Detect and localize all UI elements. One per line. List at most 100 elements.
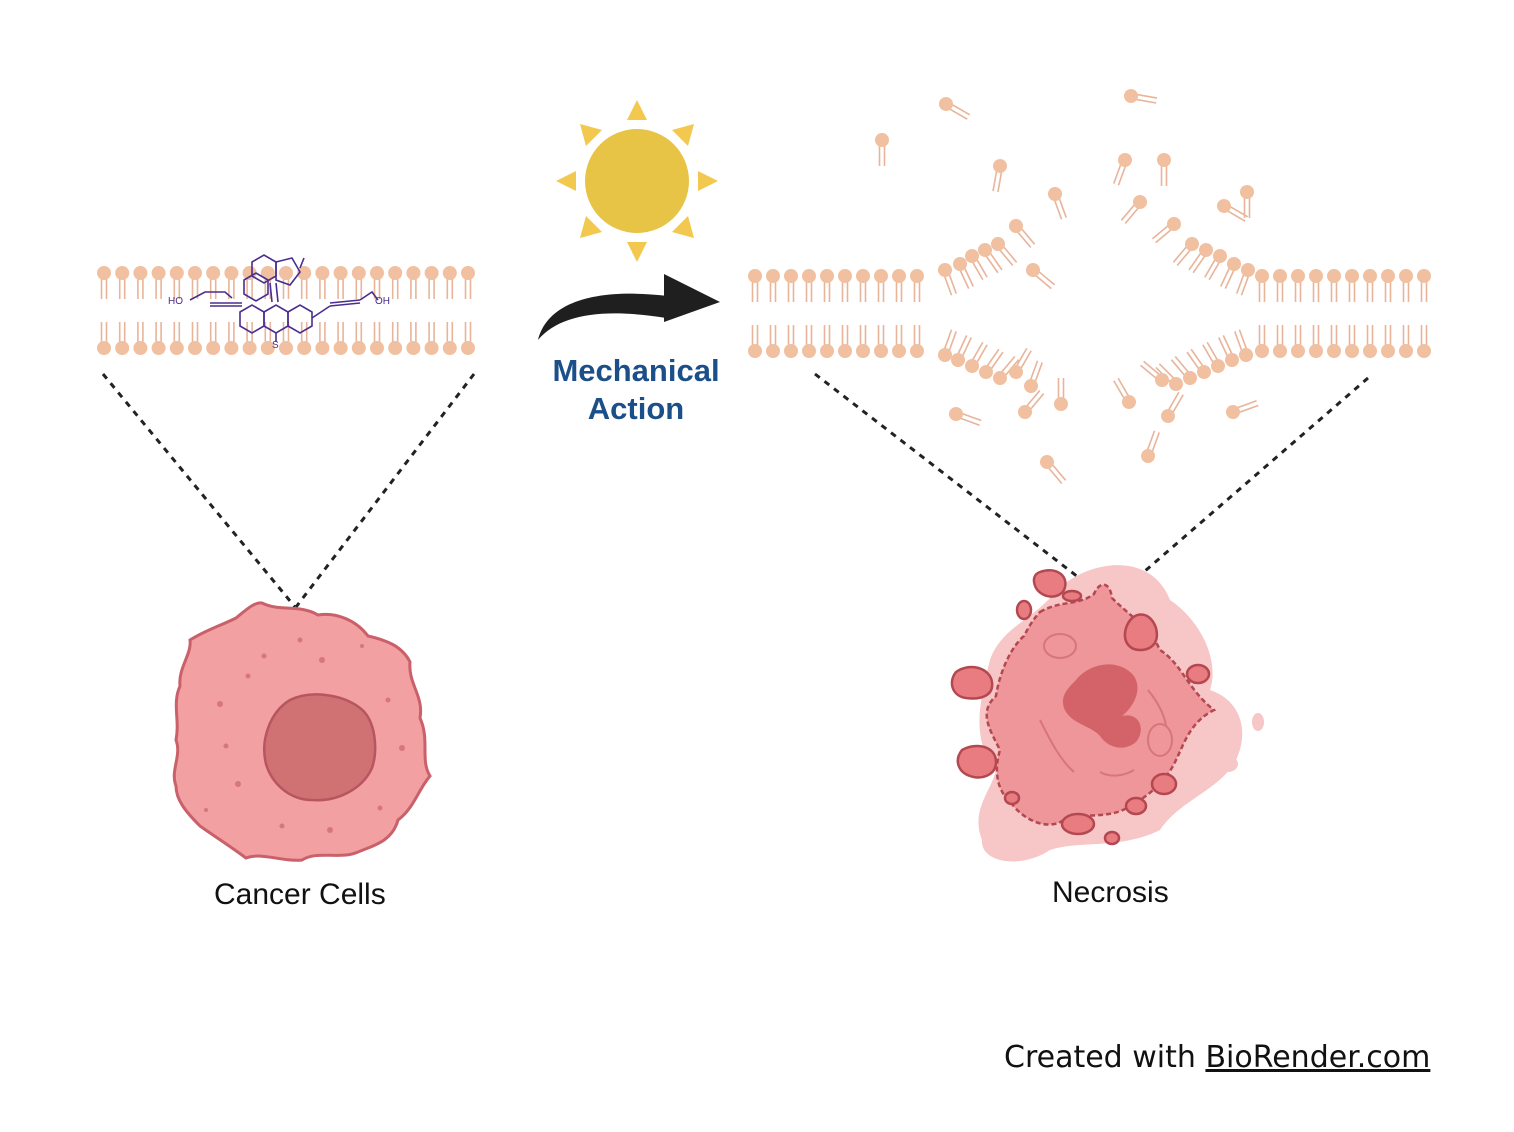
lipid [1040, 455, 1067, 485]
lipid [892, 269, 906, 302]
lipid [875, 133, 889, 166]
lipid [1202, 341, 1225, 373]
lipid [169, 322, 184, 355]
lipid [1218, 335, 1239, 367]
lipid [838, 325, 852, 358]
lipid [442, 266, 457, 299]
lipid [206, 322, 221, 355]
credit-line: Created with BioRender.com [1004, 1040, 1430, 1075]
lipid [1309, 325, 1323, 358]
lipid [315, 266, 330, 299]
lipid [1255, 269, 1269, 302]
lipid [1345, 269, 1359, 302]
lipid [1204, 249, 1227, 281]
lipid [965, 249, 988, 281]
lipid [1234, 329, 1253, 362]
lipid [965, 341, 988, 373]
lipid [188, 322, 202, 355]
lipid [1236, 263, 1255, 296]
lipid [1009, 347, 1032, 379]
lipid [370, 322, 384, 355]
lipid [279, 266, 293, 299]
curved-arrow-icon [538, 274, 720, 340]
lipid [351, 266, 366, 299]
credit-prefix: Created with [1004, 1040, 1206, 1075]
lipid [784, 325, 798, 358]
lipid [1381, 269, 1395, 302]
lipid [1240, 185, 1254, 218]
lipid [1048, 187, 1067, 220]
lipid [1120, 195, 1147, 225]
action-line-2: Action [587, 391, 685, 426]
lipid [333, 322, 348, 355]
lipid [406, 322, 421, 355]
lipid [206, 266, 221, 299]
lipid [856, 325, 870, 358]
lipid [802, 325, 816, 358]
biorender-link[interactable]: BioRender.com [1205, 1040, 1431, 1075]
lipid [242, 322, 257, 355]
lipid [151, 266, 166, 299]
lipid [784, 269, 798, 302]
necrosis-nucleus [1062, 664, 1141, 748]
lipid [188, 266, 202, 299]
lipid [1009, 219, 1036, 249]
lipid [939, 97, 971, 120]
lipid [1026, 263, 1056, 290]
lipid [1417, 269, 1431, 302]
lipid [115, 322, 130, 355]
lipid [260, 322, 275, 355]
lipid [838, 269, 852, 302]
lipid [953, 257, 974, 289]
lipid [424, 266, 439, 299]
lipid [1113, 153, 1132, 186]
zoom-lines [101, 372, 1369, 608]
lipid [802, 269, 816, 302]
lipid [820, 269, 834, 302]
lipid [442, 322, 457, 355]
lipid [1417, 325, 1431, 358]
lipid [406, 266, 421, 299]
ruptured-membrane [748, 237, 1431, 391]
lipid [874, 269, 888, 302]
lipid [938, 263, 957, 296]
lipid [370, 266, 384, 299]
lipid [1399, 325, 1413, 358]
lipid [1186, 348, 1211, 379]
lipid [224, 322, 239, 355]
lipid [892, 325, 906, 358]
molecule-group-left: HO [168, 296, 183, 307]
cancer-cell-nucleus [263, 693, 377, 802]
photoswitch-molecule [189, 254, 379, 342]
lipid [1399, 269, 1413, 302]
lipid [1381, 325, 1395, 358]
lipid [115, 266, 130, 299]
lipid [874, 325, 888, 358]
lipid [949, 407, 982, 426]
lipid [1172, 237, 1199, 267]
lipid [910, 269, 924, 302]
lipid [1124, 89, 1158, 104]
lipid [1141, 430, 1160, 463]
lipid [992, 159, 1007, 193]
lipid [424, 322, 439, 355]
cancer-cell [172, 601, 432, 862]
lipid [1327, 269, 1341, 302]
lipid [1170, 355, 1197, 385]
lipid [1309, 269, 1323, 302]
lipid [748, 325, 762, 358]
lipid [297, 266, 312, 299]
lipid [1217, 199, 1249, 222]
lipid [766, 325, 780, 358]
lipid [1363, 325, 1377, 358]
lipid [151, 322, 166, 355]
mechanical-action-label: Mechanical Action [538, 352, 734, 428]
lipid [1345, 325, 1359, 358]
lipid [1024, 360, 1043, 393]
lipid [1273, 325, 1287, 358]
lipid [766, 269, 780, 302]
molecule-heteroatom: S [272, 340, 279, 351]
lipid [820, 325, 834, 358]
cancer-cells-label: Cancer Cells [214, 878, 386, 911]
action-line-1: Mechanical [552, 353, 720, 388]
